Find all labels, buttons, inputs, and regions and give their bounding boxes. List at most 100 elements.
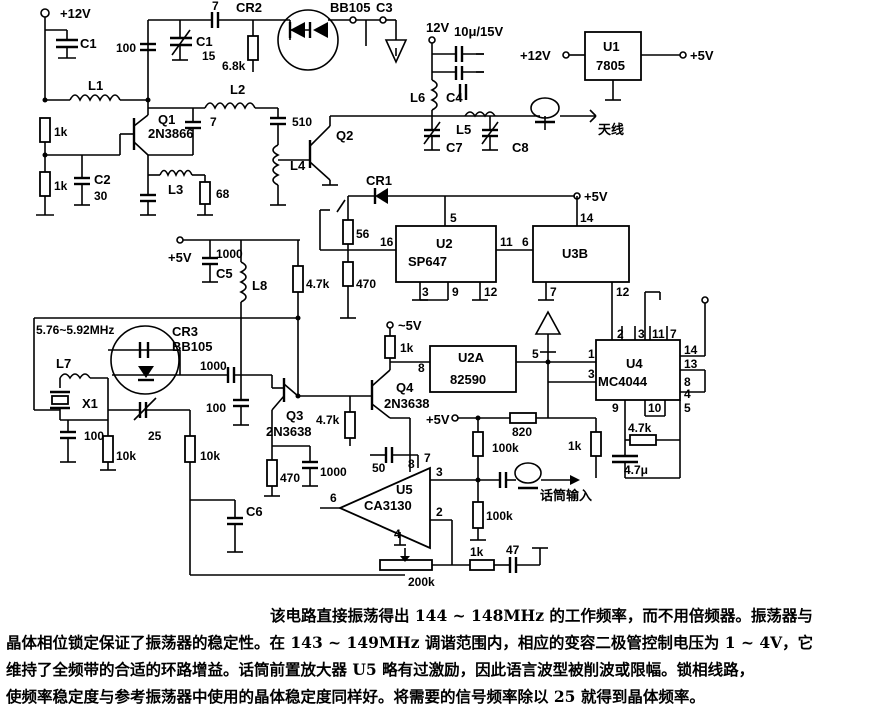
- resistor-470-b: [266, 445, 310, 496]
- label-c3: C3: [376, 0, 393, 15]
- label-u5-pin4: 4: [394, 527, 401, 541]
- label-r-4-7k-c: 4.7k: [628, 421, 652, 435]
- label-q3: Q3: [286, 408, 303, 423]
- label-u2-pin16: 16: [380, 235, 394, 249]
- label-q4: Q4: [396, 380, 414, 395]
- capacitor-100pf-a: [140, 42, 156, 52]
- varactor-cr3: [107, 325, 210, 420]
- capacitor-c6: [190, 499, 243, 552]
- label-antenna: 天线: [598, 122, 624, 137]
- supply-neg5v: [384, 321, 396, 359]
- label-cap-1000-c: 1000: [320, 465, 347, 479]
- label-q3-part: 2N3638: [266, 424, 312, 439]
- label-c-25: 25: [148, 429, 162, 443]
- label-u4-pin4: 4: [684, 387, 691, 401]
- label-u4-pin7: 7: [670, 327, 677, 341]
- label-u1-part: 7805: [596, 58, 625, 73]
- label-u4-pin2: 2: [617, 327, 624, 341]
- inductor-l4: [272, 144, 310, 205]
- label-u2a-part: 82590: [450, 372, 486, 387]
- label-q1: Q1: [158, 112, 175, 127]
- label-r-1k-a: 1k: [54, 125, 68, 139]
- label-c2: C2: [94, 172, 111, 187]
- label-u2-pin9: 9: [452, 285, 459, 299]
- label-cap-510: 510: [292, 115, 312, 129]
- label-r-1k-d: 1k: [568, 439, 582, 453]
- label-l4: L4: [290, 158, 306, 173]
- inductor-l1: [45, 94, 148, 102]
- label-u2a-pin5: 5: [532, 347, 539, 361]
- label-v5-u5: +5V: [426, 412, 450, 427]
- resistor-820: [509, 410, 596, 424]
- description-line-4: 使频率稳定度与参考振荡器中使用的晶体稳定度同样好。将需要的信号频率除以 25 就…: [6, 687, 705, 706]
- capacitor-1000pf-b: [210, 367, 272, 383]
- label-cap-7-top: 7: [212, 0, 219, 13]
- label-l3: L3: [168, 182, 183, 197]
- capacitor-c3: [349, 16, 408, 64]
- label-cap-1000-a: 1000: [216, 247, 243, 261]
- label-u4-pin1: 1: [588, 347, 595, 361]
- reference-triangle: [534, 310, 562, 352]
- resistor-10k-b: [184, 410, 405, 576]
- trimmer-capacitor-c7: [423, 116, 441, 150]
- label-u5-pin2: 2: [436, 505, 443, 519]
- label-cap-100-b: 100: [84, 429, 104, 443]
- label-cr2: CR2: [236, 0, 262, 15]
- inductor-l3: [140, 169, 205, 215]
- transistor-q1: [119, 100, 149, 175]
- ic-u2-sp647: [395, 196, 533, 301]
- label-cap-1000-b: 1000: [200, 359, 227, 373]
- inductor-l2: [148, 102, 278, 110]
- label-c6: C6: [246, 504, 263, 519]
- capacitor-1000pf-c: [302, 446, 318, 486]
- label-cap-100-a: 100: [116, 41, 136, 55]
- label-r-68: 68: [216, 187, 230, 201]
- label-r-1k-b: 1k: [54, 179, 68, 193]
- description-line-1: 该电路直接振荡得出 144 ~ 148MHz 的工作频率，而不用倍频器。振荡器与: [270, 606, 813, 625]
- label-u5-name: U5: [396, 482, 413, 497]
- ic-u4-mc4044: [595, 291, 709, 440]
- label-u4-name: U4: [626, 356, 643, 371]
- capacitor-c2: [74, 155, 90, 205]
- label-cap-50: 50: [372, 461, 386, 475]
- label-u4-pin13: 13: [684, 357, 698, 371]
- label-r-10k-a: 10k: [116, 449, 136, 463]
- label-u1-vin: +12V: [520, 48, 551, 63]
- circuit-description: 该电路直接振荡得出 144 ~ 148MHz 的工作频率，而不用倍频器。振荡器与…: [6, 602, 882, 710]
- label-r-10k-b: 10k: [200, 449, 220, 463]
- label-l6: L6: [410, 90, 425, 105]
- capacitor-100pf-c: [233, 385, 249, 425]
- label-u3b-pin6: 6: [522, 235, 529, 249]
- label-v12-top: +12V: [60, 6, 91, 21]
- label-u3b-pin12: 12: [616, 285, 630, 299]
- label-r-4-7k-a: 4.7k: [306, 277, 330, 291]
- label-r-6-8k: 6.8k: [222, 59, 246, 73]
- trimmer-capacitor-c8: [481, 116, 499, 150]
- capacitor-4-7u: [612, 440, 681, 479]
- capacitor-7pf-top: [210, 12, 220, 28]
- label-r-4-7k-b: 4.7k: [316, 413, 340, 427]
- label-u4-pin8: 8: [684, 375, 691, 389]
- transistor-q2: [308, 115, 540, 185]
- label-u5-pin3: 3: [436, 465, 443, 479]
- label-v-neg5: ~5V: [398, 318, 422, 333]
- label-c4: C4: [446, 90, 463, 105]
- capacitor-c5: [202, 240, 218, 283]
- label-u5-pin7: 7: [424, 451, 431, 465]
- label-r-100k-b: 100k: [486, 509, 513, 523]
- crystal-x1: [50, 390, 108, 421]
- resistor-56: [342, 219, 354, 262]
- schematic: +12V C1 7 CR2 BB105 C3 12V 10μ/15V +12V …: [33, 0, 714, 589]
- label-u2-pin12: 12: [484, 285, 498, 299]
- trimmer-capacitor-25: [108, 397, 190, 421]
- resistor-1k-e: [469, 559, 510, 571]
- resistor-100k-b: [472, 480, 484, 540]
- supply-5v-left: [176, 236, 300, 244]
- label-x1: X1: [82, 396, 98, 411]
- label-r-56: 56: [356, 227, 370, 241]
- label-u1-vout: +5V: [690, 48, 714, 63]
- microphone-input-jack: [478, 462, 580, 490]
- label-u4-pin10: 10: [648, 401, 662, 415]
- label-c7: C7: [446, 140, 463, 155]
